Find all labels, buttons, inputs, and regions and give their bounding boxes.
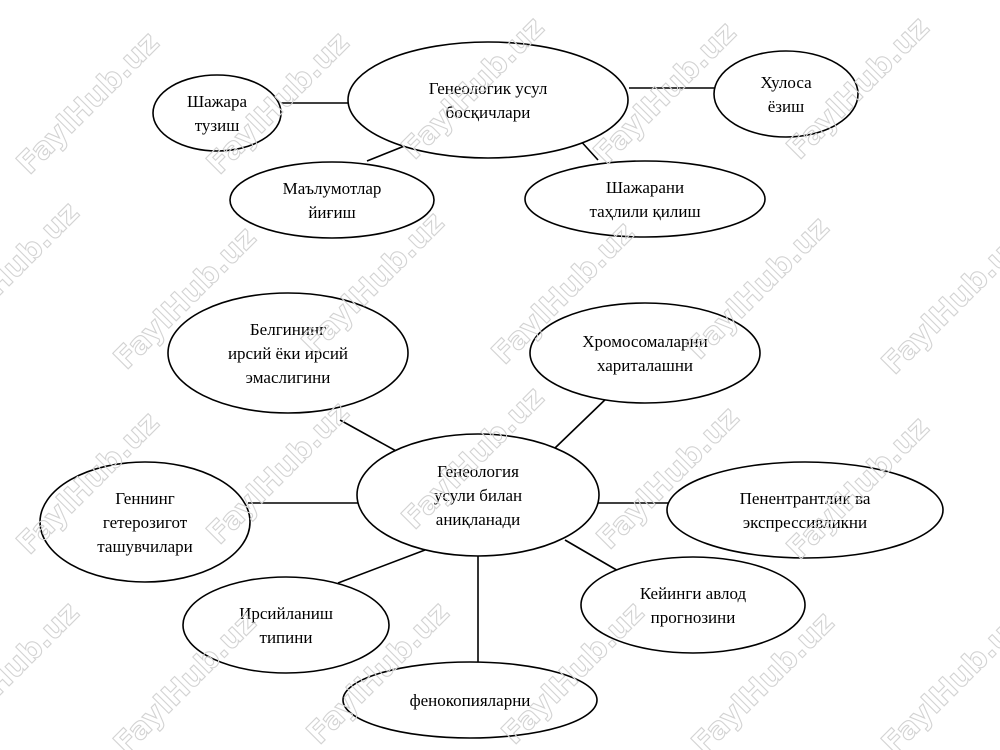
watermark-text: FaylHub.uz bbox=[0, 595, 86, 750]
node-label-line: ирсий ёки ирсий bbox=[228, 344, 348, 363]
node-bottom-keyingi: Кейинги авлод прогнозини bbox=[580, 556, 806, 654]
watermark-text: FaylHub.uz bbox=[875, 605, 1000, 750]
node-label-line: экспрессивликни bbox=[743, 513, 867, 532]
node-label-line: Кейинги авлод bbox=[640, 584, 747, 603]
node-label-line: аниқланади bbox=[436, 510, 520, 529]
node-label-line: хариталашни bbox=[597, 356, 693, 375]
node-ellipse bbox=[529, 302, 761, 404]
node-top-xulosa: Хулоса ёзиш bbox=[713, 50, 859, 138]
node-label-line: Шажара bbox=[187, 92, 247, 111]
node-ellipse bbox=[580, 556, 806, 654]
node-ellipse bbox=[229, 161, 435, 239]
node-top-tahlil: Шажарани таҳлили қилиш bbox=[524, 160, 766, 238]
watermark-text: FaylHub.uz bbox=[200, 395, 356, 551]
node-label-line: Ирсийланиш bbox=[239, 604, 333, 623]
node-label-line: Шажарани bbox=[606, 178, 684, 197]
node-top-yigish: Маълумотлар йиғиш bbox=[229, 161, 435, 239]
node-top-tuzish: Шажара тузиш bbox=[152, 74, 282, 152]
node-label-line: босқичлари bbox=[446, 103, 531, 122]
node-bottom-xromosoma: Хромосомаларни хариталашни bbox=[529, 302, 761, 404]
node-label-line: типини bbox=[260, 628, 313, 647]
node-label-line: Белгининг bbox=[250, 320, 326, 339]
node-ellipse bbox=[347, 41, 629, 159]
node-ellipse bbox=[182, 576, 390, 674]
node-label-line: гетерозигот bbox=[103, 513, 188, 532]
node-label-line: фенокопияларни bbox=[410, 691, 531, 710]
node-label-line: ёзиш bbox=[768, 97, 804, 116]
node-label-line: усули билан bbox=[434, 486, 522, 505]
node-label-line: Хулоса bbox=[760, 73, 812, 92]
node-label-line: йиғиш bbox=[308, 203, 355, 222]
diagram-nodes: Генеологик усул босқичлари Шажара тузишМаъл… bbox=[39, 41, 944, 739]
diagram-edges bbox=[248, 87, 715, 662]
node-label-line: Маълумотлар bbox=[283, 179, 382, 198]
top-center-node: Генеологик усул босқичлари bbox=[347, 41, 629, 159]
node-ellipse bbox=[666, 461, 944, 559]
node-ellipse bbox=[524, 160, 766, 238]
node-label-line: эмаслигини bbox=[246, 368, 331, 387]
node-label-line: Пенентрантлик ва bbox=[740, 489, 871, 508]
watermark-text: FaylHub.uz bbox=[10, 25, 166, 181]
bottom-center-node: Генеология усули билан аниқланади bbox=[356, 433, 600, 557]
node-ellipse bbox=[152, 74, 282, 152]
node-bottom-gen: Геннинг гетерозигот ташувчилари bbox=[39, 461, 251, 583]
node-label-line: прогнозини bbox=[651, 608, 736, 627]
node-label-line: Хромосомаларни bbox=[582, 332, 707, 351]
node-ellipse bbox=[356, 433, 600, 557]
watermark-text: FaylHub.uz bbox=[875, 225, 1000, 381]
node-label-line: Генеология bbox=[437, 462, 519, 481]
node-ellipse bbox=[39, 461, 251, 583]
node-label-line: тузиш bbox=[195, 116, 240, 135]
watermark-text: FaylHub.uz bbox=[0, 195, 86, 351]
node-bottom-penetrant: Пенентрантлик ва экспрессивликни bbox=[666, 461, 944, 559]
connector-line bbox=[554, 394, 611, 449]
node-bottom-fenokopiya: фенокопияларни bbox=[342, 661, 598, 739]
node-bottom-irsiy: Ирсийланиш типини bbox=[182, 576, 390, 674]
node-label-line: Геннинг bbox=[115, 489, 174, 508]
node-label-line: ташувчилари bbox=[97, 537, 192, 556]
node-bottom-belgi: Белгининг ирсий ёки ирсий эмаслигини bbox=[167, 292, 409, 414]
node-ellipse bbox=[342, 661, 598, 739]
node-label-line: Генеологик усул bbox=[429, 79, 548, 98]
node-ellipse bbox=[167, 292, 409, 414]
node-ellipse bbox=[713, 50, 859, 138]
connector-line bbox=[564, 539, 621, 573]
node-label-line: таҳлили қилиш bbox=[589, 202, 700, 221]
connector-line bbox=[337, 549, 426, 584]
connector-line bbox=[339, 419, 399, 453]
